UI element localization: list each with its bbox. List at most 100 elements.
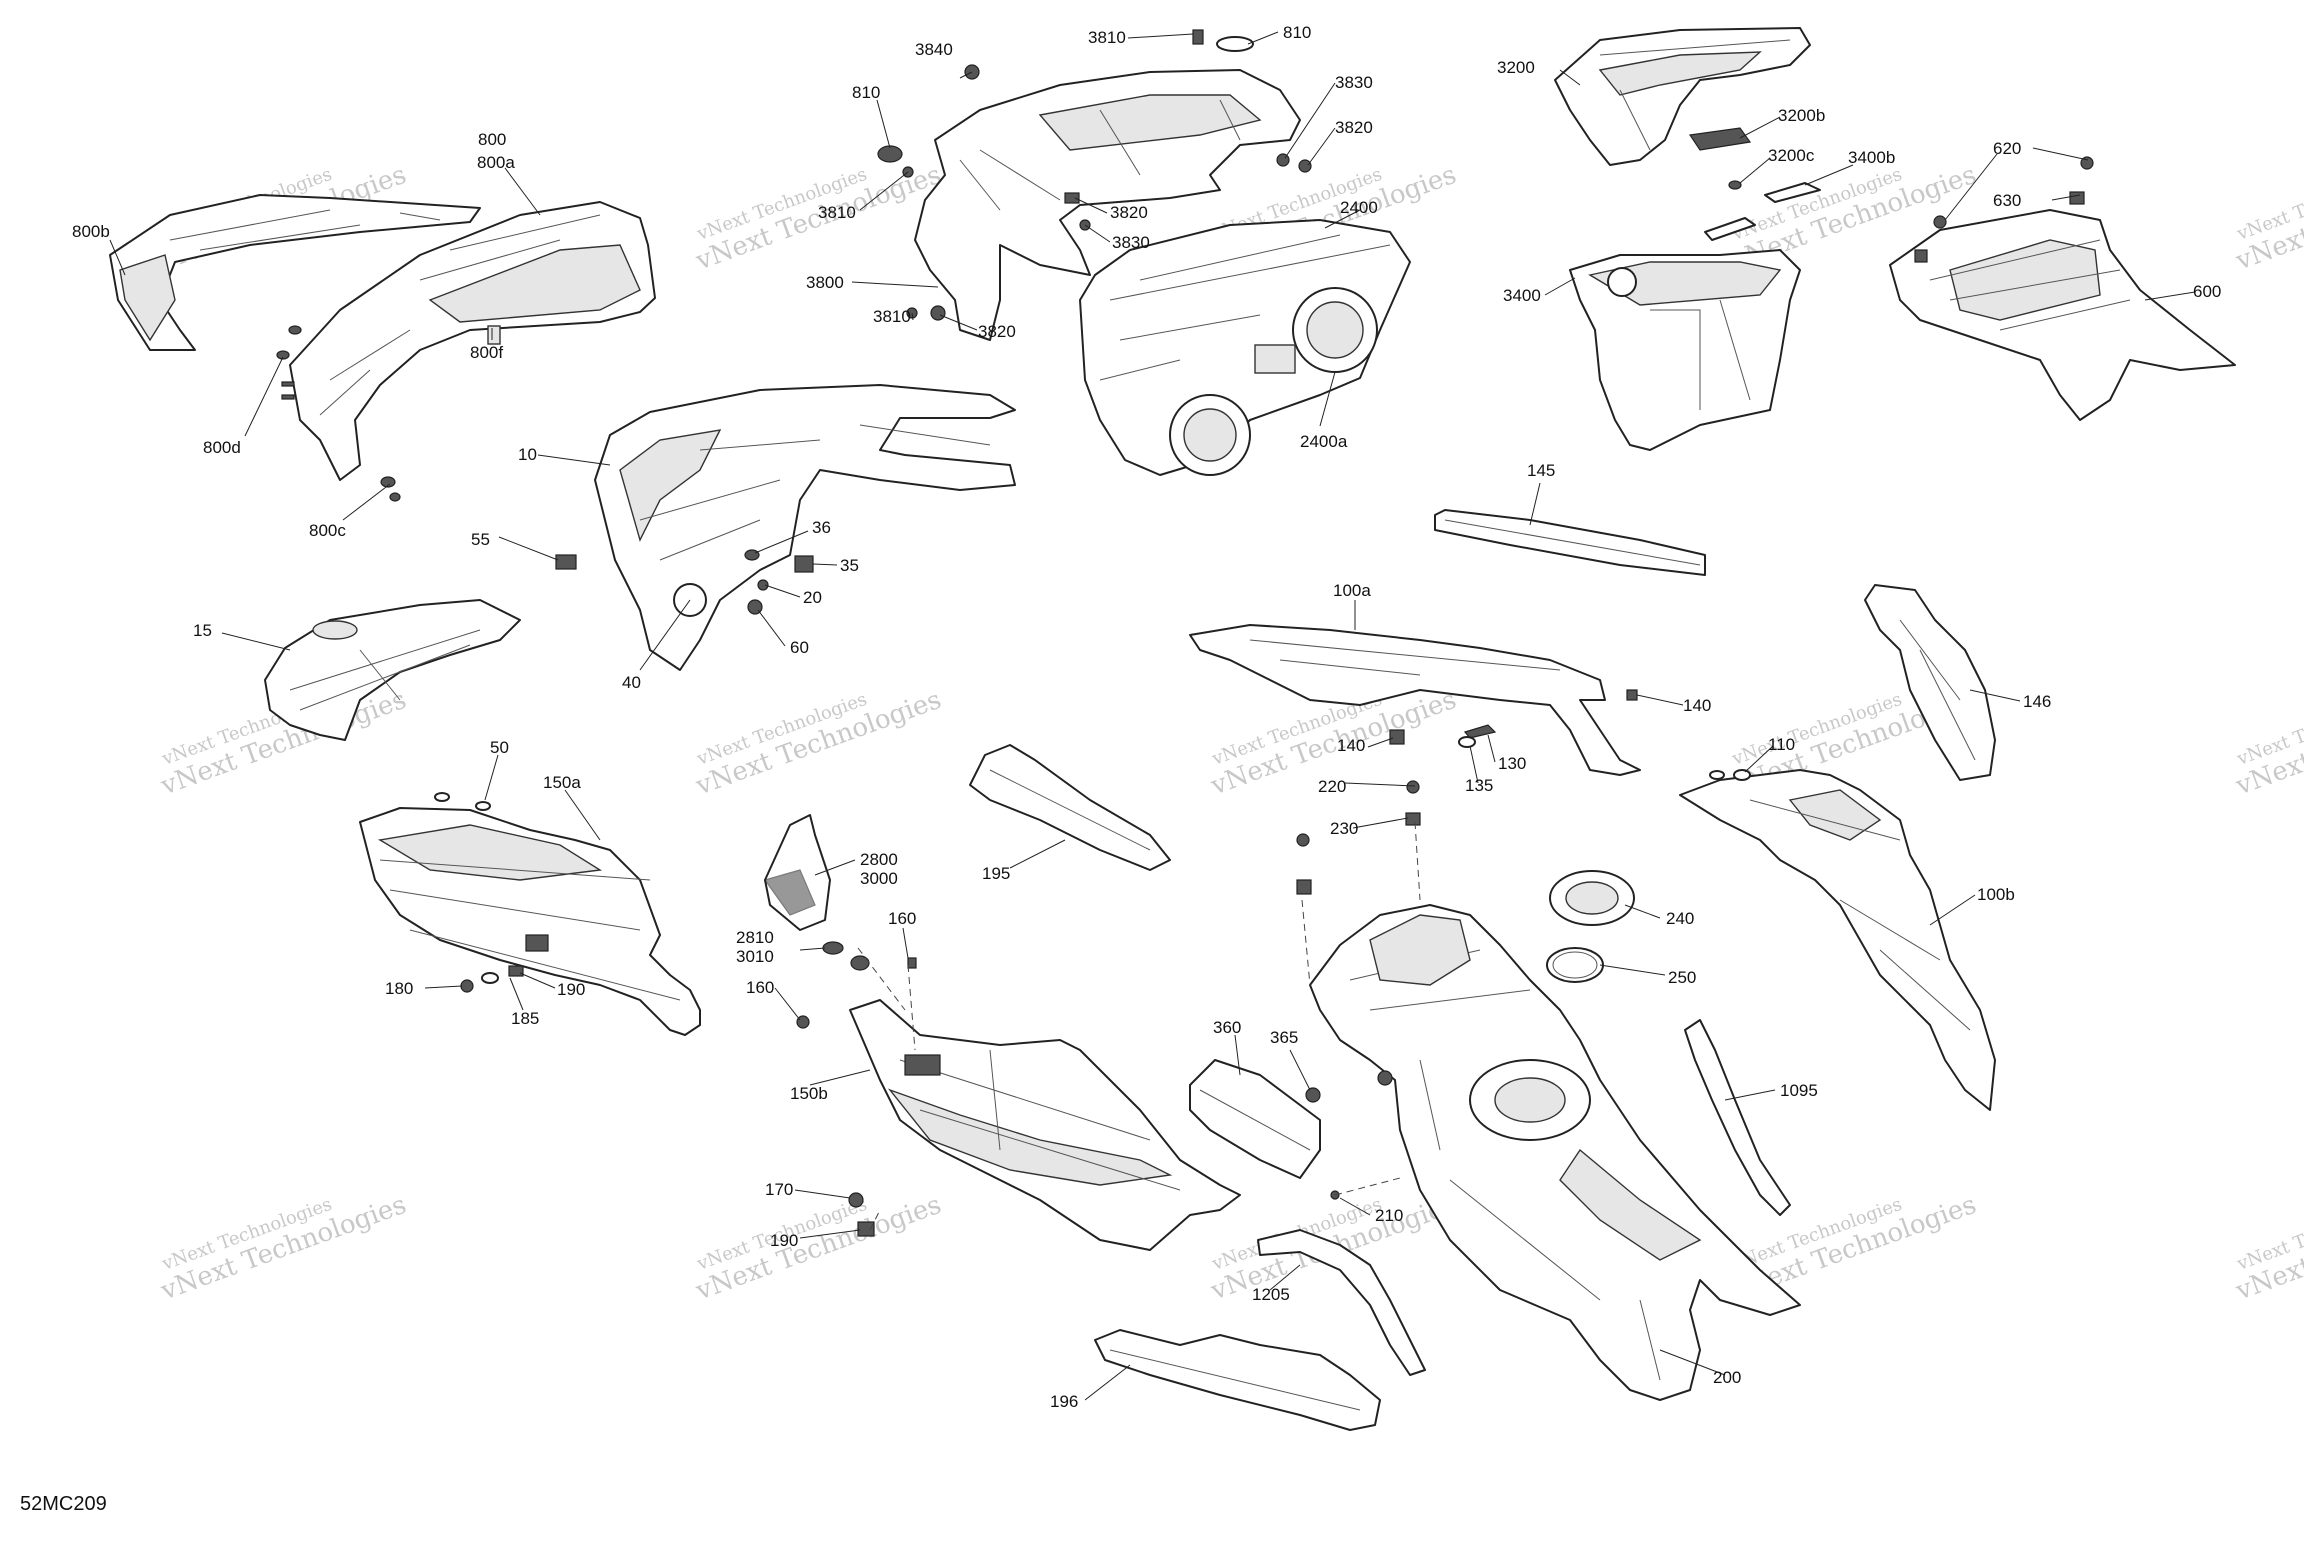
diagram-code: 52MC209: [20, 1493, 107, 1515]
callout-3800: 3800: [806, 273, 844, 292]
callout-3200: 3200: [1497, 58, 1535, 77]
callout-800a: 800a: [477, 153, 515, 172]
callout-365: 365: [1270, 1028, 1298, 1047]
strip-3400b-lower: [1704, 217, 1756, 241]
callout-36: 36: [812, 518, 831, 537]
callout-800d: 800d: [203, 438, 241, 457]
callout-160: 160: [746, 978, 774, 997]
callout-3830: 3830: [1112, 233, 1150, 252]
latch-3200b: [1688, 127, 1752, 151]
callout-3810: 3810: [1088, 28, 1126, 47]
callout-140: 140: [1683, 696, 1711, 715]
parts-layer: [109, 27, 2236, 1431]
callout-3200c: 3200c: [1768, 146, 1815, 165]
part-800b-rail: [109, 194, 481, 351]
callout-160: 160: [888, 909, 916, 928]
callout-100a: 100a: [1333, 581, 1371, 600]
callout-100b: 100b: [1977, 885, 2015, 904]
grommet-810: [877, 145, 903, 163]
callout-3010: 3010: [736, 947, 774, 966]
callout-146: 146: [2023, 692, 2051, 711]
callout-630: 630: [1993, 191, 2021, 210]
callout-190: 190: [557, 980, 585, 999]
part-240-ring: [1549, 870, 1635, 926]
callout-3400: 3400: [1503, 286, 1541, 305]
callout-1095: 1095: [1780, 1081, 1818, 1100]
part-3400-bin: [1569, 217, 1801, 451]
part-1095-strip: [1684, 1019, 1791, 1216]
callout-180: 180: [385, 979, 413, 998]
callout-810: 810: [1283, 23, 1311, 42]
part-2800-bracket: [764, 814, 917, 1237]
part-250-seal: [1546, 947, 1604, 983]
callout-20: 20: [803, 588, 822, 607]
callout-1205: 1205: [1252, 1285, 1290, 1304]
callout-labels: 800 800a 800b 800d 800c 800f 3840 3810 8…: [72, 23, 2221, 1411]
grommet-810-top: [1216, 36, 1254, 52]
part-15-cover: [264, 599, 521, 741]
part-3800-bracket: [877, 29, 1312, 341]
callout-190: 190: [770, 1231, 798, 1250]
callout-15: 15: [193, 621, 212, 640]
callout-220: 220: [1318, 777, 1346, 796]
callout-2800: 2800: [860, 850, 898, 869]
callout-800b: 800b: [72, 222, 110, 241]
callout-135: 135: [1465, 776, 1493, 795]
hardware-800: [276, 325, 401, 502]
part-600-tray: [1889, 156, 2236, 421]
clip-800f: [487, 325, 501, 345]
callout-3000: 3000: [860, 869, 898, 888]
part-200-base: [1309, 904, 1801, 1401]
callout-10: 10: [518, 445, 537, 464]
callout-810: 810: [852, 83, 880, 102]
callout-195: 195: [982, 864, 1010, 883]
callout-55: 55: [471, 530, 490, 549]
part-360-plate: [1189, 1059, 1321, 1179]
part-146-trim: [1864, 584, 1996, 781]
part-2400-headlamp: [1079, 219, 1411, 476]
callout-250: 250: [1668, 968, 1696, 987]
part-196-trim: [1094, 1329, 1381, 1431]
strip-3400b: [1764, 182, 1821, 203]
part-1205-strip: [1257, 1229, 1426, 1376]
alignment-lines: [857, 821, 1421, 1231]
callout-3400b: 3400b: [1848, 148, 1895, 167]
callout-150b: 150b: [790, 1084, 828, 1103]
callout-600: 600: [2193, 282, 2221, 301]
callout-800: 800: [478, 130, 506, 149]
callout-196: 196: [1050, 1392, 1078, 1411]
callout-60: 60: [790, 638, 809, 657]
clip-55: [555, 554, 577, 570]
callout-3200b: 3200b: [1778, 106, 1825, 125]
fasteners-220-230: [1296, 780, 1421, 895]
callout-360: 360: [1213, 1018, 1241, 1037]
part-145-strip: [1434, 509, 1706, 576]
callout-210: 210: [1375, 1206, 1403, 1225]
callout-140: 140: [1337, 736, 1365, 755]
callout-800f: 800f: [470, 343, 503, 362]
callout-2400a: 2400a: [1300, 432, 1348, 451]
callout-3810: 3810: [818, 203, 856, 222]
part-195-bar: [969, 744, 1171, 871]
part-10-fascia: [555, 384, 1016, 671]
callout-200: 200: [1713, 1368, 1741, 1387]
part-3200-lid: [1554, 27, 1821, 203]
callout-150a: 150a: [543, 773, 581, 792]
callout-130: 130: [1498, 754, 1526, 773]
callout-3820: 3820: [1335, 118, 1373, 137]
callout-185: 185: [511, 1009, 539, 1028]
callout-3810: 3810: [873, 307, 911, 326]
callout-40: 40: [622, 673, 641, 692]
callout-3840: 3840: [915, 40, 953, 59]
part-150b-panel: [849, 999, 1241, 1251]
callout-170: 170: [765, 1180, 793, 1199]
callout-3830: 3830: [1335, 73, 1373, 92]
callout-620: 620: [1993, 139, 2021, 158]
callout-230: 230: [1330, 819, 1358, 838]
callout-2400: 2400: [1340, 198, 1378, 217]
callout-35: 35: [840, 556, 859, 575]
callout-50: 50: [490, 738, 509, 757]
part-800-cowl: [289, 201, 656, 481]
